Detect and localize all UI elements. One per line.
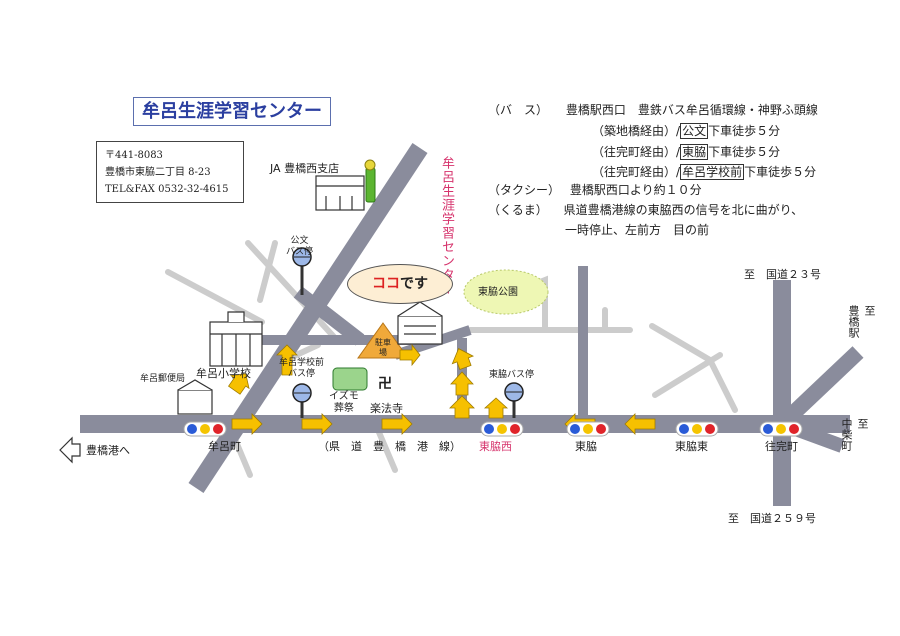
higashiwaki-stop-label: 東脇バス停 bbox=[489, 370, 535, 380]
road-name-label: （県 道 豊 橋 港 線） bbox=[318, 440, 461, 453]
signal-muro-icon bbox=[183, 421, 227, 437]
route-arrow-icon bbox=[624, 413, 656, 435]
route-arrow-up-icon bbox=[483, 397, 509, 419]
bus-label: （バ ス） bbox=[488, 103, 549, 117]
car-text: 一時停止、左前方 目の前 bbox=[565, 223, 710, 237]
bus-route-row: （築地橋経由）/公文下車徒歩５分 bbox=[592, 123, 781, 139]
diagonal-road bbox=[188, 143, 428, 493]
signal-oukan-icon bbox=[759, 421, 803, 437]
route-arrow-up-icon bbox=[451, 348, 475, 370]
route-arrow-icon bbox=[276, 344, 298, 376]
bus-stop-higashiwaki-icon bbox=[504, 382, 524, 418]
taxi-text: 豊橋駅西口より約１０分 bbox=[569, 183, 702, 197]
street-address: 豊橋市東脇二丁目 8-23 bbox=[105, 167, 211, 178]
signal-higashiwaki-nishi-icon bbox=[480, 421, 524, 437]
center-vertical-label: 牟呂生涯学習センター bbox=[439, 156, 454, 296]
intersection-higashiwaki-nishi: 東脇西 bbox=[479, 440, 512, 453]
izumo-building-icon bbox=[332, 367, 368, 391]
bus-route-row: （往完町経由）/牟呂学校前下車徒歩５分 bbox=[592, 164, 817, 180]
turn-arrow-icon bbox=[449, 395, 475, 419]
bus-stop-name: 牟呂学校前 bbox=[680, 164, 745, 180]
minor-road bbox=[375, 427, 398, 473]
ja-sign-icon bbox=[365, 167, 376, 203]
postal-code: 〒441-8083 bbox=[105, 150, 163, 161]
minor-road bbox=[257, 240, 278, 303]
izumo-label: イズモ 葬祭 bbox=[329, 391, 359, 414]
route-arrow-up-icon bbox=[227, 373, 250, 395]
to-route-23: 至 国道２３号 bbox=[744, 268, 821, 281]
to-toyohashi-station: 至 豊橋駅 bbox=[847, 305, 876, 338]
post-office-icon bbox=[177, 389, 213, 415]
car-text: 県道豊橋港線の東脇西の信号を北に曲がり、 bbox=[563, 203, 804, 217]
address-box: 〒441-8083 豊橋市東脇二丁目 8-23 TEL&FAX 0532-32-… bbox=[96, 141, 244, 203]
intersection-higashiwaki-higashi: 東脇東 bbox=[675, 440, 708, 453]
to-port-label: 豊橋港へ bbox=[86, 444, 130, 457]
minor-road bbox=[165, 269, 265, 325]
minor-road bbox=[652, 352, 723, 398]
ja-label: JA 豊橋西支店 bbox=[270, 162, 340, 175]
school-label: 牟呂小学校 bbox=[196, 367, 251, 380]
koko-desu-bubble: ココです bbox=[347, 264, 453, 304]
route-arrow-up-icon bbox=[450, 371, 474, 396]
page-title: 牟呂生涯学習センター bbox=[133, 97, 331, 126]
route-arrow-icon bbox=[301, 413, 333, 435]
route-arrow-icon bbox=[231, 413, 263, 435]
bus-stop-kumon-icon bbox=[292, 247, 312, 295]
park-area bbox=[463, 269, 549, 315]
temple-label: 楽法寺 bbox=[370, 402, 403, 415]
bus-stop-name: 東脇 bbox=[680, 144, 709, 160]
bus-route-row: （往完町経由）/東脇下車徒歩５分 bbox=[592, 144, 781, 160]
route-arrow-icon bbox=[399, 343, 421, 367]
car-label: （くるま） bbox=[488, 203, 548, 217]
intersection-oukan: 往完町 bbox=[765, 440, 798, 453]
to-route-259: 至 国道２５９号 bbox=[728, 512, 816, 525]
road-to-station bbox=[776, 346, 864, 430]
parking-marker bbox=[357, 322, 409, 359]
bus-line: 豊橋駅西口 豊鉄バス牟呂循環線・神野ふ頭線 bbox=[565, 103, 818, 117]
post-office-label: 牟呂郵便局 bbox=[140, 374, 186, 384]
to-chuushiba: 至 中柴町 bbox=[840, 418, 869, 451]
park-label: 東脇公園 bbox=[478, 287, 518, 298]
signal-higashiwaki-icon bbox=[566, 421, 610, 437]
ja-sign-top-icon bbox=[364, 159, 376, 171]
signal-higashiwaki-higashi-icon bbox=[675, 421, 719, 437]
road-to-center bbox=[293, 286, 365, 346]
parking-label: 駐車場 bbox=[375, 338, 391, 357]
kumon-stop-label: 公文 バス停 bbox=[286, 236, 314, 257]
route-arrow-icon bbox=[381, 413, 413, 435]
gakkoumae-stop-label: 牟呂学校前 バス停 bbox=[279, 358, 325, 379]
bus-stop-gakkoumae-icon bbox=[292, 383, 312, 418]
bus-stop-name: 公文 bbox=[680, 123, 709, 139]
phone-number: TEL&FAX 0532-32-4615 bbox=[105, 184, 229, 195]
intersection-muro: 牟呂町 bbox=[208, 440, 241, 453]
taxi-label: （タクシー） bbox=[488, 183, 561, 197]
intersection-higashiwaki: 東脇 bbox=[575, 440, 597, 453]
center-building-icon bbox=[397, 315, 443, 345]
temple-icon: 卍 bbox=[378, 376, 392, 392]
to-port-arrow-icon bbox=[59, 436, 81, 464]
